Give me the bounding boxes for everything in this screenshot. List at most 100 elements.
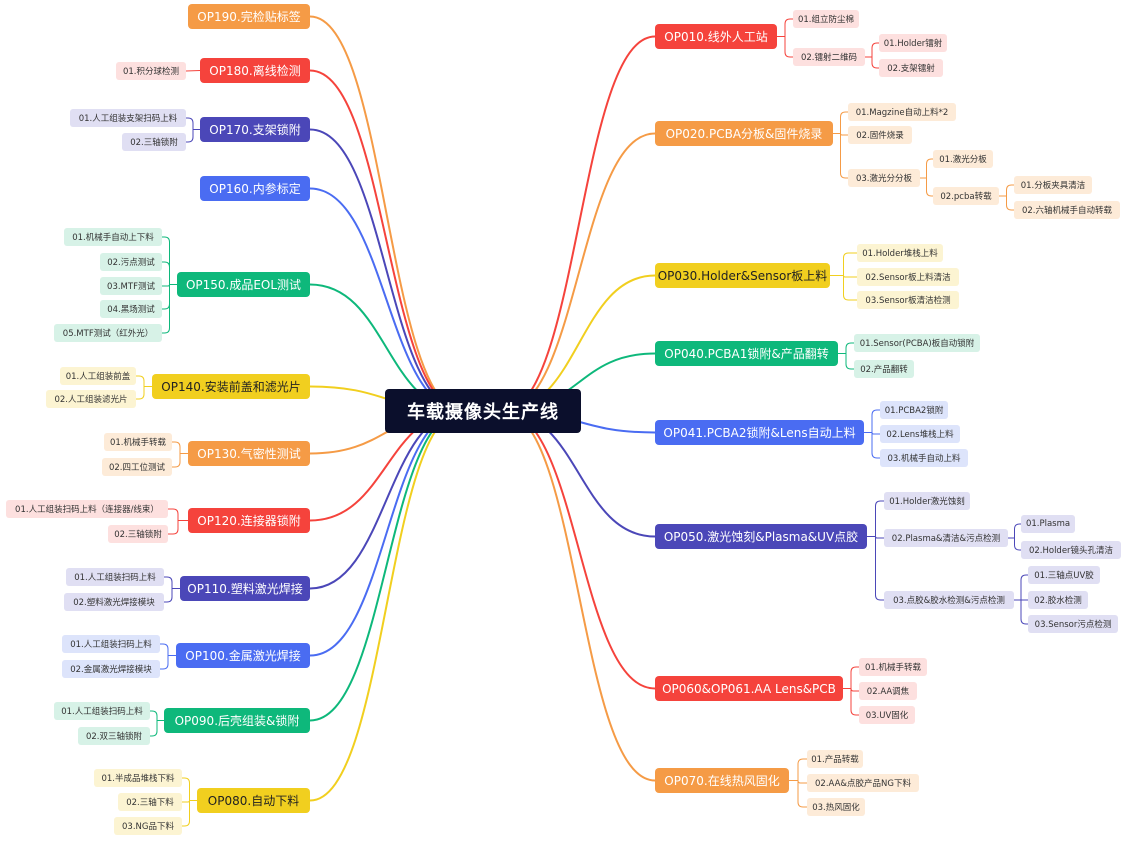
- subnode-op050-2-2[interactable]: 02.Holder镜头孔清洁: [1021, 541, 1121, 559]
- node-op130[interactable]: OP130.气密性测试: [188, 441, 310, 466]
- subnode-op041-3[interactable]: 03.机械手自动上料: [880, 449, 968, 467]
- subnode-op010-2-2[interactable]: 02.支架镭射: [879, 59, 943, 77]
- subnode-op010-1[interactable]: 01.组立防尘棉: [793, 10, 859, 28]
- subnode-op050-3-2[interactable]: 02.胶水检测: [1028, 591, 1088, 609]
- node-op080[interactable]: OP080.自动下料: [197, 788, 310, 813]
- subnode-op080-3[interactable]: 03.NG品下料: [114, 817, 182, 835]
- link-op180: [309, 69, 464, 412]
- connector-op020-3: [833, 133, 848, 179]
- connector-op080-1: [182, 777, 197, 801]
- node-op090[interactable]: OP090.后壳组装&锁附: [164, 708, 310, 733]
- subnode-op050-1[interactable]: 01.Holder激光蚀刻: [884, 492, 970, 510]
- node-op170[interactable]: OP170.支架锁附: [200, 117, 310, 142]
- subnode-op080-1[interactable]: 01.半成品堆栈下料: [94, 769, 182, 787]
- subnode-op170-2[interactable]: 02.三轴锁附: [122, 133, 186, 151]
- connector-op150-1: [162, 236, 177, 285]
- link-op060-op061: [502, 410, 656, 690]
- subnode-op110-1[interactable]: 01.人工组装扫码上料: [66, 568, 164, 586]
- connector-op140-1: [136, 375, 152, 387]
- subnode-op020-3-1[interactable]: 01.激光分板: [933, 150, 993, 168]
- node-op020[interactable]: OP020.PCBA分板&固件烧录: [655, 121, 833, 146]
- connector-op100-1: [160, 643, 176, 656]
- node-op190[interactable]: OP190.完检贴标签: [188, 4, 310, 29]
- subnode-op050-2-1[interactable]: 01.Plasma: [1021, 515, 1075, 533]
- subnode-op070-1[interactable]: 01.产品转载: [807, 750, 863, 768]
- subnode-op150-5[interactable]: 05.MTF测试（红外光）: [54, 324, 162, 342]
- subnode-op150-2[interactable]: 02.污点测试: [100, 253, 162, 271]
- subnode-op130-1[interactable]: 01.机械手转载: [104, 433, 172, 451]
- subnode-op140-1[interactable]: 01.人工组装前盖: [60, 367, 136, 385]
- subnode-op020-3-2-2[interactable]: 02.六轴机械手自动转载: [1014, 201, 1120, 219]
- subnode-op170-1[interactable]: 01.人工组装支架扫码上料: [70, 109, 186, 127]
- node-op060-op061[interactable]: OP060&OP061.AA Lens&PCB: [655, 676, 843, 701]
- node-op041[interactable]: OP041.PCBA2锁附&Lens自动上料: [655, 420, 864, 445]
- node-op040[interactable]: OP040.PCBA1锁附&产品翻转: [655, 341, 838, 366]
- subnode-op120-1[interactable]: 01.人工组装扫码上料（连接器/线束）: [6, 500, 168, 518]
- subnode-op030-1[interactable]: 01.Holder堆栈上料: [857, 244, 943, 262]
- connector-op040-2: [838, 353, 854, 370]
- subnode-op100-1[interactable]: 01.人工组装扫码上料: [62, 635, 160, 653]
- node-op160[interactable]: OP160.内参标定: [200, 176, 310, 201]
- subnode-op060-op061-3[interactable]: 03.UV固化: [859, 706, 915, 724]
- subnode-op070-3[interactable]: 03.热风固化: [807, 798, 865, 816]
- node-op110[interactable]: OP110.塑料激光焊接: [180, 576, 310, 601]
- subnode-op090-2[interactable]: 02.双三轴锁附: [78, 727, 150, 745]
- link-op170: [309, 128, 464, 412]
- subnode-op050-3-3[interactable]: 03.Sensor污点检测: [1028, 615, 1118, 633]
- subnode-op041-1[interactable]: 01.PCBA2锁附: [880, 401, 948, 419]
- subnode-op010-2[interactable]: 02.镭射二维码: [793, 48, 865, 66]
- node-op140[interactable]: OP140.安装前盖和滤光片: [152, 374, 310, 399]
- node-op030[interactable]: OP030.Holder&Sensor板上料: [655, 263, 830, 288]
- connector-op180-1: [185, 70, 201, 72]
- subnode-op080-2[interactable]: 02.三轴下料: [118, 793, 182, 811]
- subnode-op150-4[interactable]: 04.黑场测试: [100, 300, 162, 318]
- subnode-op150-3[interactable]: 03.MTF测试: [100, 277, 162, 295]
- subnode-op060-op061-1[interactable]: 01.机械手转载: [859, 658, 927, 676]
- subnode-op180-1[interactable]: 01.积分球检测: [116, 62, 186, 80]
- subnode-op050-3-1[interactable]: 01.三轴点UV胶: [1028, 566, 1100, 584]
- connector-op050-1: [867, 500, 884, 537]
- connector-op050-2-1: [1008, 523, 1021, 539]
- subnode-op130-2[interactable]: 02.四工位测试: [102, 458, 172, 476]
- connector-op020-3-2: [920, 177, 933, 197]
- node-op120[interactable]: OP120.连接器锁附: [188, 508, 310, 533]
- subnode-op060-op061-2[interactable]: 02.AA调焦: [859, 682, 917, 700]
- subnode-op070-2[interactable]: 02.AA&点胶产品NG下料: [807, 774, 919, 792]
- subnode-op020-2[interactable]: 02.固件烧录: [848, 126, 912, 144]
- connector-op050-3-1: [1014, 574, 1028, 601]
- subnode-op110-2[interactable]: 02.塑料激光焊接模块: [64, 593, 164, 611]
- node-op050[interactable]: OP050.激光蚀刻&Plasma&UV点胶: [655, 524, 867, 549]
- root-node[interactable]: 车载摄像头生产线: [385, 389, 581, 433]
- subnode-op150-1[interactable]: 01.机械手自动上下料: [64, 228, 162, 246]
- subnode-op030-2[interactable]: 02.Sensor板上料清洁: [857, 268, 959, 286]
- connector-op020-1: [833, 111, 848, 134]
- node-op180[interactable]: OP180.离线检测: [200, 58, 310, 83]
- subnode-op050-3[interactable]: 03.点胶&胶水检测&污点检测: [884, 591, 1014, 609]
- subnode-op040-2[interactable]: 02.产品翻转: [854, 360, 914, 378]
- subnode-op010-2-1[interactable]: 01.Holder镭射: [879, 34, 947, 52]
- subnode-op020-3-2[interactable]: 02.pcba转载: [933, 187, 999, 205]
- subnode-op020-3[interactable]: 03.激光分分板: [848, 169, 920, 187]
- connector-op150-2: [162, 261, 177, 285]
- subnode-op020-1[interactable]: 01.Magzine自动上料*2: [848, 103, 956, 121]
- subnode-op030-3[interactable]: 03.Sensor板清洁检测: [857, 291, 959, 309]
- subnode-op120-2[interactable]: 02.三轴锁附: [108, 525, 168, 543]
- connector-op020-3-2-2: [999, 195, 1014, 211]
- node-op070[interactable]: OP070.在线热风固化: [655, 768, 789, 793]
- subnode-op041-2[interactable]: 02.Lens堆栈上料: [880, 425, 960, 443]
- node-op150[interactable]: OP150.成品EOL测试: [177, 272, 310, 297]
- connector-op110-2: [164, 588, 180, 603]
- subnode-op020-3-2-1[interactable]: 01.分板夹具清洁: [1014, 176, 1092, 194]
- node-op010[interactable]: OP010.线外人工站: [655, 24, 777, 49]
- connector-op050-3-3: [1014, 599, 1028, 625]
- subnode-op040-1[interactable]: 01.Sensor(PCBA)板自动锁附: [854, 334, 980, 352]
- node-op100[interactable]: OP100.金属激光焊接: [176, 643, 310, 668]
- subnode-op050-2[interactable]: 02.Plasma&清洁&污点检测: [884, 529, 1008, 547]
- subnode-op140-2[interactable]: 02.人工组装滤光片: [46, 390, 136, 408]
- subnode-op090-1[interactable]: 01.人工组装扫码上料: [54, 702, 150, 720]
- connector-op070-1: [789, 758, 807, 781]
- link-op160: [309, 187, 464, 412]
- connector-op020-3-2-1: [999, 184, 1014, 197]
- subnode-op100-2[interactable]: 02.金属激光焊接模块: [62, 660, 160, 678]
